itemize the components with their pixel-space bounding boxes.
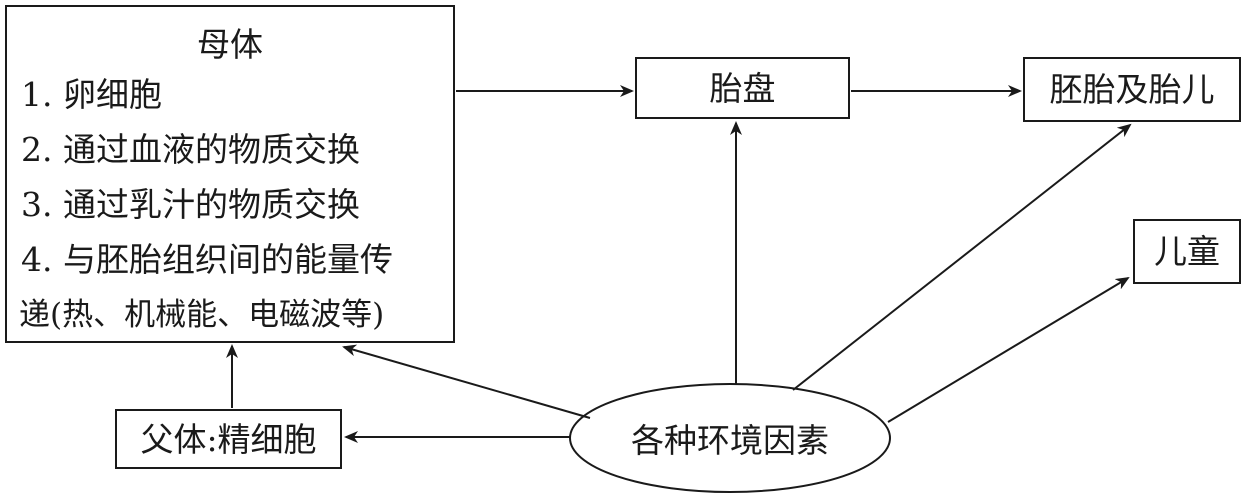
mother-box: 母体 1. 卵细胞 2. 通过血液的物质交换 3. 通过乳汁的物质交换 4. 与… [5,5,455,343]
embryo-fetus-label: 胚胎及胎儿 [1049,70,1215,109]
embryo-fetus-box: 胚胎及胎儿 [1023,57,1241,122]
mother-item-4-continued: 递(热、机械能、电磁波等) [19,297,385,333]
father-label: 父体:精细胞 [140,419,317,459]
placenta-box: 胎盘 [635,57,850,119]
environment-label: 各种环境因素 [631,421,829,460]
placenta-label: 胎盘 [709,68,776,108]
child-box: 儿童 [1133,219,1241,284]
mother-item-3: 3. 通过乳汁的物质交换 [21,185,360,224]
arrow-env-to-embryo [792,123,1132,391]
mother-title: 母体 [197,25,263,64]
mother-item-2: 2. 通过血液的物质交换 [21,130,360,169]
child-label: 儿童 [1154,232,1220,271]
mother-item-4: 4. 与胚胎组织间的能量传 [21,240,393,279]
arrow-env-to-child [887,276,1130,423]
father-box: 父体:精细胞 [115,409,342,469]
mother-item-1: 1. 卵细胞 [21,75,162,114]
arrow-env-to-mother [342,344,591,419]
